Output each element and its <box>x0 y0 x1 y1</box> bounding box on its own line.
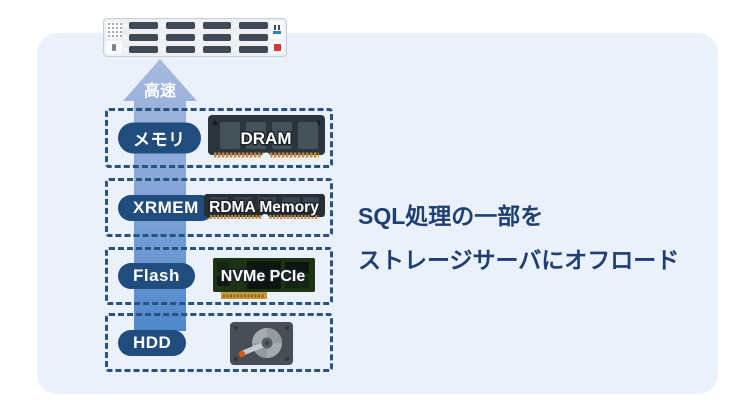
server-bay-row <box>124 21 268 31</box>
server-right-module <box>270 21 284 54</box>
tier-box-memory: メモリ DRAM <box>105 108 333 168</box>
tier-box-xrmem: XRMEM RDMA Memory <box>105 178 333 237</box>
server-bay-row <box>124 44 268 54</box>
arrow-speed-label: 高速 <box>144 81 176 100</box>
rdma-label: RDMA Memory <box>209 199 319 216</box>
tier-label-xrmem: XRMEM <box>118 194 214 221</box>
server-left-module <box>106 21 122 54</box>
headline-line1: SQL処理の一部を <box>358 203 544 229</box>
headline-line2: ストレージサーバにオフロード <box>358 247 680 273</box>
tier-label-memory: メモリ <box>118 122 201 154</box>
nvme-label: NVMe PCIe <box>221 268 306 285</box>
tier-label-hdd: HDD <box>118 329 187 356</box>
server-vent-grid <box>106 21 122 39</box>
server-power-slot <box>106 40 122 54</box>
nvme-card-icon: NVMe PCIe <box>213 258 315 299</box>
tier-box-flash: Flash NVMe PCIe <box>105 247 333 305</box>
headline: SQL処理の一部を ストレージサーバにオフロード <box>358 194 679 282</box>
dram-label: DRAM <box>241 129 292 148</box>
memory-module-icon: RDMA Memory <box>204 194 325 222</box>
server-drive-bays <box>124 21 268 54</box>
hard-disk-icon <box>230 322 293 365</box>
server-red-led <box>270 40 284 54</box>
tier-label-flash: Flash <box>118 263 195 289</box>
tier-box-hdd: HDD <box>105 313 333 372</box>
server-blue-led <box>270 21 284 39</box>
rack-server-icon <box>103 18 287 57</box>
dram-module-icon: DRAM <box>208 115 325 158</box>
server-bay-row <box>124 33 268 43</box>
